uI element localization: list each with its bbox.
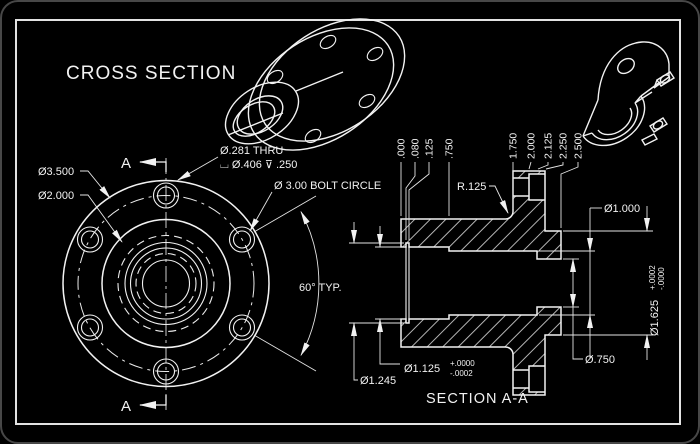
cutaway-view [582, 41, 675, 147]
label-d1625-tol-lower: -.0000 [657, 267, 666, 290]
section-view: .000 .080 .125 .750 1.750 2.000 2.125 2.… [349, 133, 666, 407]
dim-d750: Ø.750 [563, 258, 615, 366]
hidden-pilot-circle [117, 234, 215, 333]
label-hole-note-2: ⌴ Ø.406 ⊽ .250 [220, 159, 297, 171]
cutaway-hole [617, 57, 635, 75]
leader-flange-diameter [80, 170, 111, 199]
groove-circle [124, 241, 208, 326]
iso-bore [236, 95, 284, 135]
label-angle: 60° TYP. [299, 282, 342, 294]
label-d750: Ø.750 [585, 354, 615, 366]
ordinate-2500: 2.500 [573, 133, 585, 159]
leader-hole-note [177, 156, 219, 181]
flange-od-circle [62, 179, 270, 388]
label-d1125-tol-lower: -.0002 [450, 369, 473, 378]
cutaway-tab-hole-upper [659, 74, 671, 84]
label-d1000: Ø1.000 [604, 203, 640, 215]
leader-boss-diameter [80, 194, 123, 243]
cutaway-tab-lower [649, 117, 668, 133]
section-letter-top: A [121, 155, 131, 172]
label-bolt-circle: Ø 3.00 BOLT CIRCLE [274, 180, 381, 192]
dim-d1625: Ø1.625 +.0002 -.0000 [563, 206, 666, 360]
section-letter-bottom: A [121, 398, 131, 415]
section-arrow-top [139, 158, 167, 172]
label-d1245: Ø1.245 [360, 375, 396, 387]
ordinate-080: .080 [410, 138, 422, 159]
ordinate-dimensions: .000 .080 .125 .750 1.750 2.000 2.125 2.… [396, 133, 585, 240]
dim-d1245: Ø1.245 [349, 222, 404, 387]
page-title: CROSS SECTION [66, 63, 236, 84]
label-flange-diameter: Ø3.500 [38, 166, 74, 178]
cutaway-top-lobe [597, 41, 670, 101]
label-d1625: Ø1.625 [649, 300, 661, 336]
ordinate-000: .000 [396, 138, 408, 159]
label-d1125: Ø1.125 [404, 363, 440, 375]
leader-fillet [489, 185, 509, 214]
cutaway-cylinder-wall [591, 102, 639, 141]
label-fillet: R.125 [457, 181, 486, 193]
cutaway-cylinder-bore [597, 107, 633, 136]
iso-view [224, 18, 406, 151]
leader-bolt-circle [249, 191, 273, 232]
iso-boss-silhouette-bottom [227, 112, 284, 136]
ordinate-125: .125 [424, 138, 436, 159]
label-boss-diameter: Ø2.000 [38, 190, 74, 202]
ordinate-2250: 2.250 [558, 133, 570, 159]
boss-circle [101, 218, 231, 349]
hidden-bore-circle [135, 252, 197, 315]
section-view-title: SECTION A-A [426, 391, 529, 407]
angle-dimension: 60° TYP. [253, 195, 342, 372]
bolt-circle [77, 195, 255, 372]
label-hole-note-1: Ø.281 THRU [220, 145, 283, 157]
section-lower-half [400, 306, 562, 396]
cutaway-tab-hole-lower [652, 120, 664, 130]
iso-bore-depth [232, 101, 276, 137]
ordinate-2000: 2.000 [526, 133, 538, 159]
label-d1625-tol-upper: +.0002 [648, 265, 657, 290]
section-arrow-bottom [139, 395, 167, 409]
cutaway-tab-bottom [641, 133, 658, 146]
iso-bolt-holes [266, 34, 384, 144]
iso-boss-silhouette-top [295, 71, 344, 92]
bore-circle [129, 247, 203, 320]
cutaway-cut-faces [582, 79, 661, 137]
front-view: A A Ø3.500 Ø2.000 Ø.281 THRU ⌴ Ø.406 ⊽ .… [38, 145, 381, 415]
bolt-holes [76, 182, 256, 385]
ordinate-2125: 2.125 [543, 133, 555, 159]
dim-d1125: Ø1.125 +.0000 -.0002 [375, 226, 475, 378]
iso-flange-front-rim [247, 27, 395, 151]
label-d1125-tol-upper: +.0000 [450, 359, 475, 368]
cutaway-cylinder-outer [582, 95, 646, 147]
ordinate-750: .750 [444, 138, 456, 159]
ordinate-1750: 1.750 [508, 133, 520, 159]
dim-d1000: Ø1.000 [539, 203, 640, 358]
small-bore-circle [141, 259, 191, 308]
iso-flange-back-rim [258, 18, 406, 142]
